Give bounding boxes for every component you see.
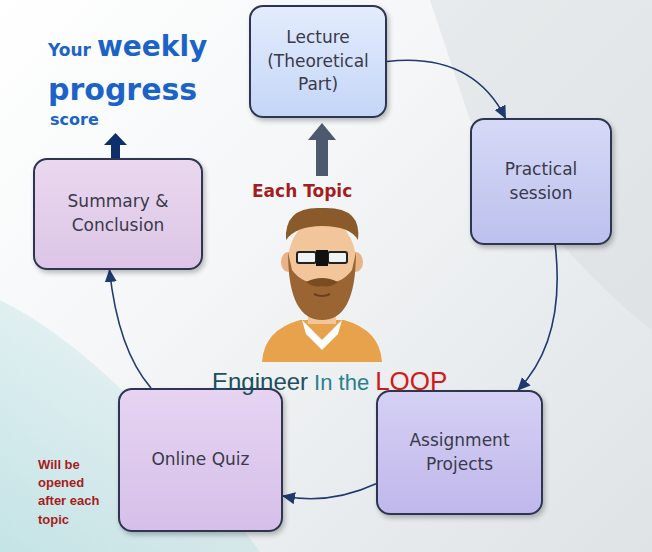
- score-text: Your: [48, 40, 91, 60]
- score-text: score: [50, 110, 99, 129]
- score-text: weekly: [97, 30, 207, 63]
- topic-label: Each Topic: [252, 181, 352, 201]
- box-text: (Theoretical Part): [261, 50, 375, 98]
- lecture-box: Lecture(Theoretical Part): [249, 5, 387, 118]
- box-text: Practical session: [482, 158, 600, 206]
- process-box: Assignment Projects: [376, 390, 543, 515]
- score-text: progress: [48, 72, 197, 107]
- process-box: Online Quiz: [118, 388, 283, 532]
- score-arrow: [104, 133, 127, 158]
- note-text: Will be opened after each topic: [38, 456, 114, 529]
- process-box: Practical session: [470, 118, 612, 245]
- engineer-figure: [262, 208, 382, 362]
- label-row: EngineerIn theLOOP: [212, 366, 447, 397]
- flow-arrow: [283, 484, 376, 499]
- title-word: Engineer: [212, 368, 308, 396]
- box-text: Lecture: [286, 26, 350, 50]
- topic-arrow: [308, 123, 336, 176]
- process-box: Summary & Conclusion: [33, 158, 203, 270]
- box-text: Online Quiz: [151, 448, 249, 472]
- box-text: Assignment Projects: [388, 429, 531, 477]
- flow-arrow: [518, 245, 557, 390]
- label-row: Your weekly: [48, 30, 207, 63]
- title-word: In the: [314, 370, 369, 396]
- flow-arrow: [387, 60, 506, 118]
- box-text: Summary & Conclusion: [45, 190, 191, 238]
- grey-ground: [430, 0, 652, 330]
- flow-arrow: [110, 270, 152, 388]
- title-word: LOOP: [375, 366, 447, 397]
